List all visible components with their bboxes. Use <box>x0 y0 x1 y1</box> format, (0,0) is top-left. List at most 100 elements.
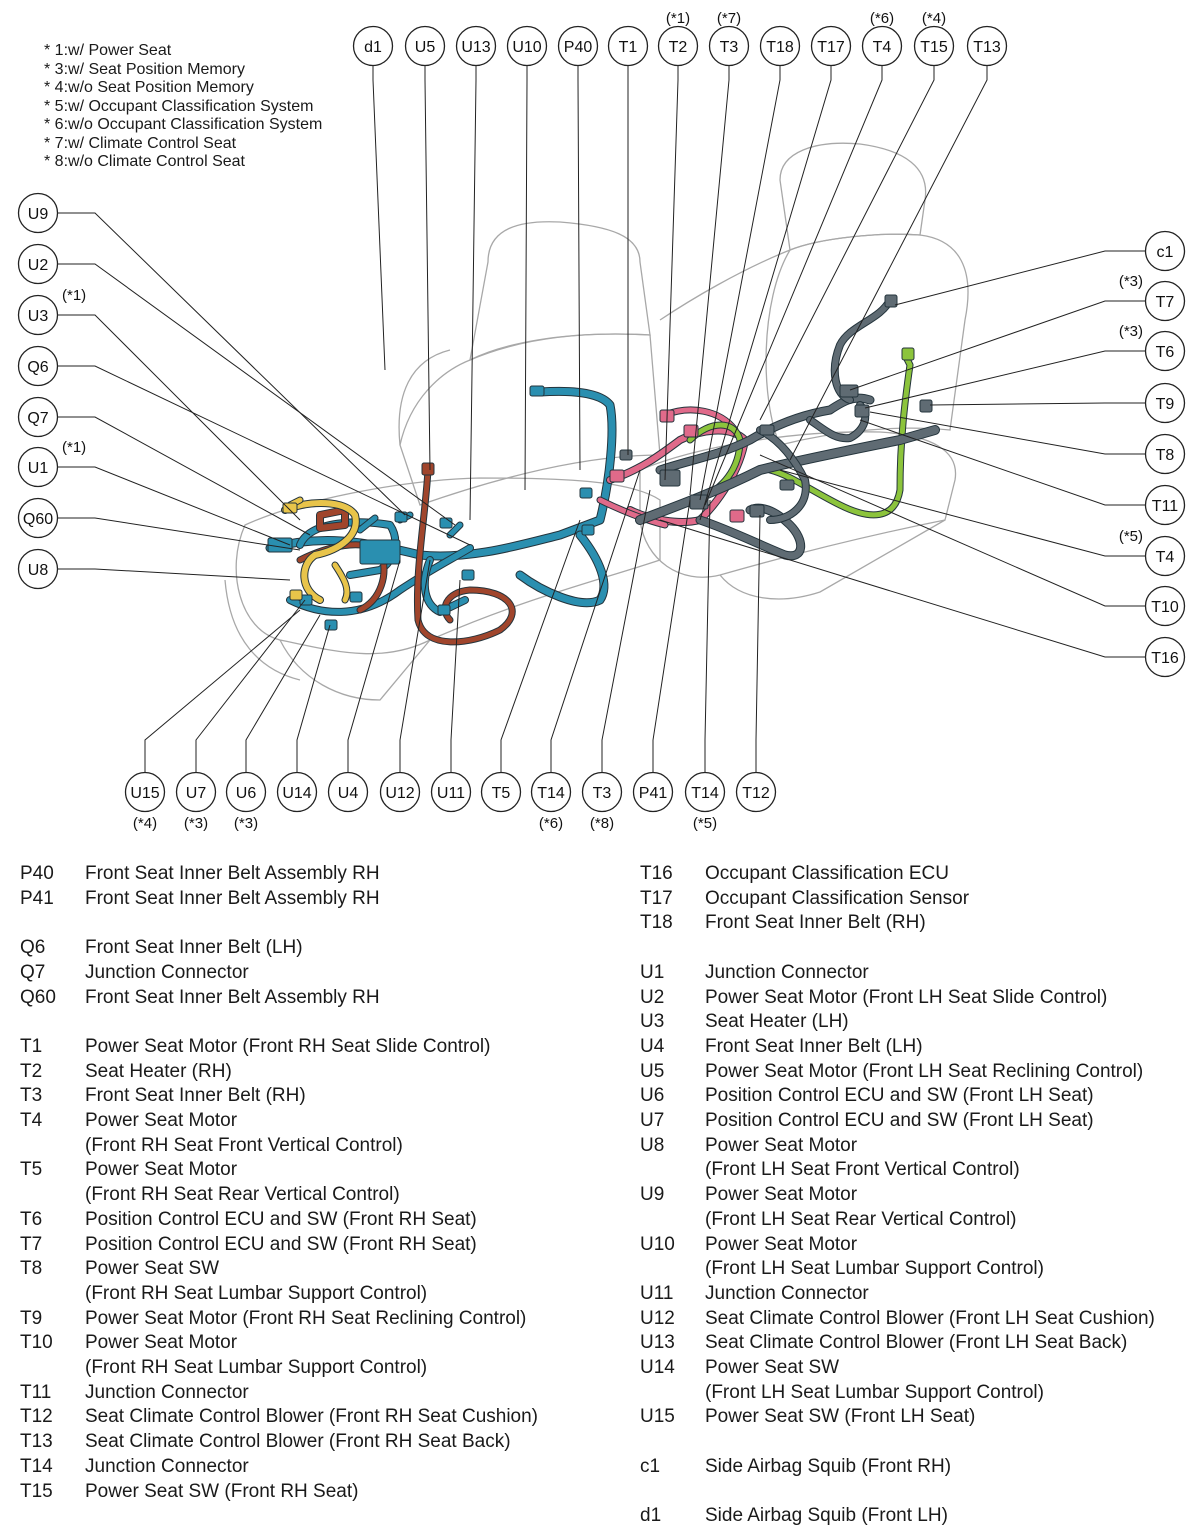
legend-description: Power Seat Motor <box>705 1233 858 1255</box>
leader-line <box>652 499 691 773</box>
wire-connector <box>779 479 795 491</box>
callout: T8 <box>1144 433 1186 475</box>
option-note: * 1:w/ Power Seat <box>44 42 172 59</box>
harness-wire <box>287 545 473 615</box>
legend-row: (Front RH Seat Rear Vertical Control) <box>20 1183 538 1208</box>
legend-code: U15 <box>640 1406 675 1428</box>
callout: T13 <box>966 25 1008 67</box>
harness-wire <box>282 500 359 603</box>
legend-description: Power Seat Motor (Front LH Seat Slide Co… <box>705 986 1108 1008</box>
callout-circle <box>1144 330 1186 372</box>
leader-line <box>245 614 321 773</box>
option-note: * 3:w/ Seat Position Memory <box>44 60 245 78</box>
harness-wire <box>414 467 515 645</box>
legend-row: (Front LH Seat Lumbar Support Control) <box>640 1257 1155 1282</box>
legend-row: U2 Power Seat Motor (Front LH Seat Slide … <box>640 986 1155 1011</box>
callout-note: (*8) <box>590 815 614 832</box>
legend-description: Seat Climate Control Blower (Front RH Se… <box>85 1406 539 1428</box>
leader-line <box>57 314 301 521</box>
leader-line <box>424 65 431 471</box>
leader-line <box>779 469 1146 557</box>
callout-label: Q6 <box>27 359 48 376</box>
callout: T18 <box>759 25 801 67</box>
option-notes: * 1:w/ Power Seat* 3:w/ Seat Position Me… <box>44 42 322 172</box>
callout-note: (*7) <box>717 10 741 27</box>
callout-label: U6 <box>236 785 257 802</box>
legend-code: Q6 <box>20 937 46 959</box>
callout-label: T15 <box>920 39 948 56</box>
callout-circle <box>966 25 1008 67</box>
callout-circle <box>430 771 472 813</box>
leader-line <box>664 65 679 481</box>
callout: T3(*8) <box>581 771 623 832</box>
callout-circle <box>480 771 522 813</box>
legend-row: (Front RH Seat Lumbar Support Control) <box>20 1282 538 1307</box>
harness-wire <box>757 427 809 523</box>
wire-connector <box>267 537 293 553</box>
callout-label: Q7 <box>27 410 48 427</box>
legend-code: T3 <box>20 1085 43 1107</box>
legend-description: Power Seat SW <box>85 1258 220 1280</box>
callout-circle <box>1144 382 1186 424</box>
legend-spacer <box>640 936 1155 961</box>
legend-row: (Front LH Seat Front Vertical Control) <box>640 1158 1155 1183</box>
legend-code: U3 <box>640 1011 665 1033</box>
callout-label: U1 <box>28 460 49 477</box>
leader-line <box>859 419 1146 506</box>
callout-label: d1 <box>364 39 382 56</box>
legend-description: (Front LH Seat Lumbar Support Control) <box>705 1258 1044 1280</box>
leader-line <box>755 514 761 773</box>
legend-code <box>640 1257 705 1282</box>
callout: U2 <box>17 243 59 285</box>
callout-circle <box>1144 585 1186 627</box>
legend-description: Power Seat Motor (Front RH Seat Reclinin… <box>85 1307 527 1329</box>
leader-line <box>601 489 651 773</box>
callout-circle <box>557 25 599 67</box>
callout-note: (*1) <box>666 10 690 27</box>
legend-code: U2 <box>640 986 665 1008</box>
callout-label: U9 <box>28 206 49 223</box>
legend-code: T16 <box>640 863 673 884</box>
callout-circle <box>708 25 750 67</box>
legend-description: Side Airbag Squib (Front RH) <box>705 1455 952 1477</box>
leader-line <box>864 350 1146 409</box>
legend-description: Power Seat SW <box>705 1357 840 1379</box>
callout: U13 <box>455 25 497 67</box>
legend-code: T18 <box>640 912 673 934</box>
legend-description: Front Seat Inner Belt Assembly RH <box>85 887 380 909</box>
legend-row: (Front LH Seat Rear Vertical Control) <box>640 1208 1155 1233</box>
leader-line <box>704 499 711 773</box>
wire-connector <box>359 539 401 565</box>
wire-connector <box>439 517 453 529</box>
leader-line <box>57 263 456 526</box>
leader-line <box>524 65 528 491</box>
callout-label: U14 <box>282 785 311 802</box>
leader-line <box>57 517 301 551</box>
callout-circle <box>17 446 59 488</box>
callout-circle <box>810 25 852 67</box>
callout: T12 <box>735 771 777 813</box>
callout-label: T3 <box>720 39 739 56</box>
callout: U5 <box>404 25 446 67</box>
legend-row: (Front RH Seat Front Vertical Control) <box>20 1134 538 1159</box>
callout-note: (*3) <box>184 815 208 832</box>
legend-description: Junction Connector <box>85 1381 249 1403</box>
legend-description: (Front RH Seat Front Vertical Control) <box>85 1134 403 1156</box>
legend-code: T15 <box>20 1480 53 1502</box>
